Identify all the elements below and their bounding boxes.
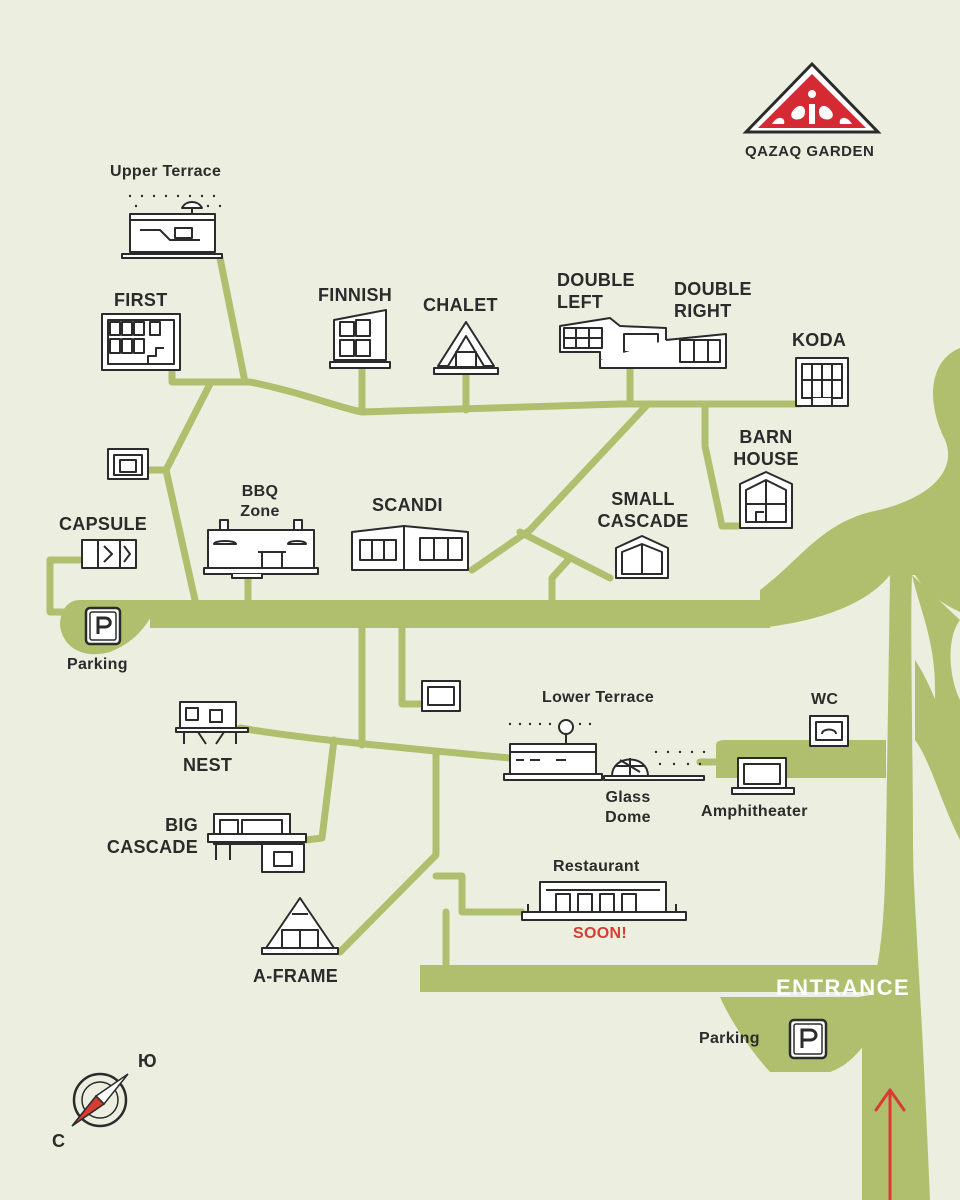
label-scandi: SCANDI (372, 495, 443, 515)
label-restaurant-soon: SOON! (573, 925, 627, 942)
chalet-building[interactable] (433, 321, 499, 375)
parking-icon-right (788, 1018, 828, 1060)
upper-terrace-building[interactable] (121, 201, 223, 259)
label-amphitheater: Amphitheater (701, 803, 808, 820)
label-entrance: ENTRANCE (776, 975, 911, 1000)
restaurant-building[interactable] (521, 881, 687, 921)
nest-building[interactable] (175, 701, 249, 745)
bbq-zone-building[interactable] (203, 519, 319, 579)
parking-icon-left (84, 606, 122, 646)
small-house-west[interactable] (107, 448, 149, 480)
label-koda: KODA (792, 330, 847, 350)
small-cascade-building[interactable] (615, 535, 669, 579)
label-capsule: CAPSULE (59, 514, 148, 534)
finnish-building[interactable] (329, 309, 391, 369)
double-building[interactable] (559, 317, 727, 369)
label-small-cascade: SMALL CASCADE (597, 489, 689, 531)
first-building[interactable] (101, 313, 181, 371)
big-cascade-building[interactable] (207, 813, 307, 873)
label-parking-left: Parking (67, 656, 128, 673)
capsule-building[interactable] (81, 539, 137, 569)
label-nest: NEST (183, 755, 233, 775)
label-a-frame: A-FRAME (253, 966, 339, 986)
label-first: FIRST (114, 290, 168, 310)
a-frame-building[interactable] (261, 897, 339, 955)
glass-dome-building[interactable] (603, 758, 705, 781)
logo-ornament-icon (742, 61, 882, 134)
scandi-building[interactable] (351, 525, 469, 571)
wc-building[interactable] (809, 715, 849, 747)
amphitheater-building[interactable] (731, 757, 795, 795)
compass-icon (71, 1072, 129, 1128)
label-lower-terrace: Lower Terrace (542, 689, 655, 706)
label-glass-dome: Glass Dome (605, 789, 651, 826)
label-barn-house: BARN HOUSE (733, 427, 799, 469)
lower-terrace-building[interactable] (503, 719, 603, 781)
label-big-cascade: BIG CASCADE (106, 815, 198, 857)
small-house-central[interactable] (421, 680, 461, 712)
brand-name: QAZAQ GARDEN (745, 143, 875, 160)
label-wc: WC (811, 691, 839, 708)
label-double-right: DOUBLE RIGHT (674, 279, 752, 321)
sparkle-dots (128, 194, 706, 766)
label-chalet: CHALET (423, 295, 498, 315)
compass-north-letter: Ю (138, 1051, 157, 1071)
koda-building[interactable] (795, 357, 849, 407)
label-upper-terrace: Upper Terrace (110, 163, 222, 180)
compass-south-letter: С (52, 1131, 66, 1151)
entrance-arrow-icon (874, 1088, 906, 1200)
label-finnish: FINNISH (318, 285, 393, 305)
label-restaurant: Restaurant (553, 858, 640, 875)
label-bbq-zone: BBQ Zone (240, 483, 280, 520)
barn-house-building[interactable] (739, 471, 793, 529)
label-double-left: DOUBLE LEFT (557, 270, 635, 312)
label-parking-right: Parking (699, 1030, 760, 1047)
